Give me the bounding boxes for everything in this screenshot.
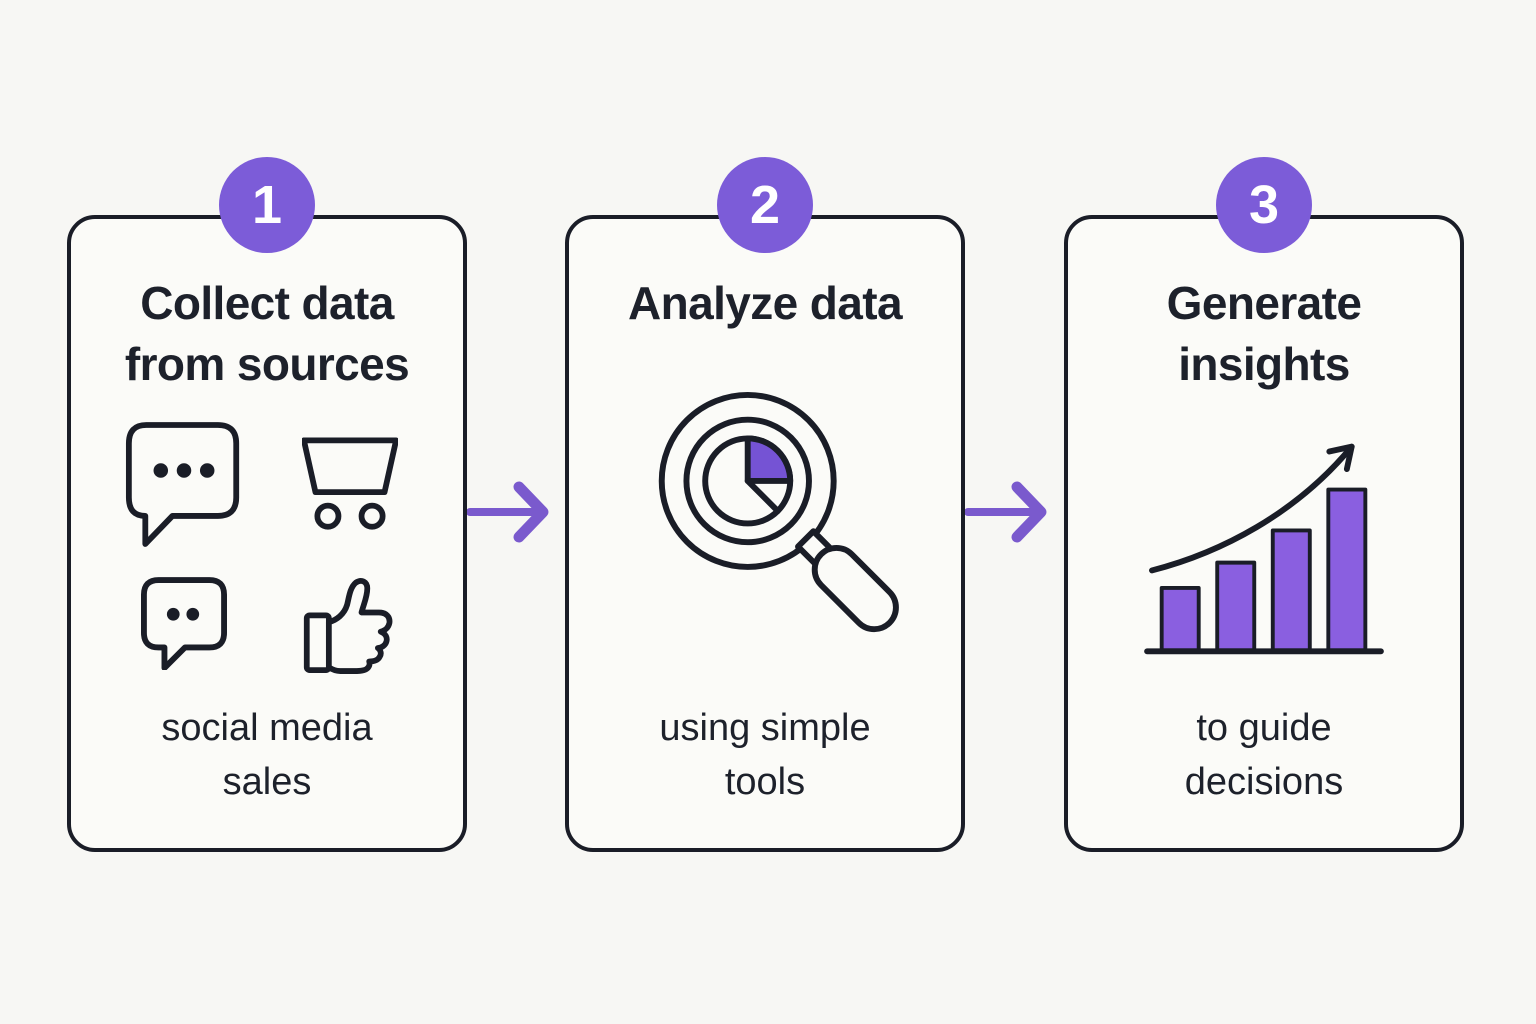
step-number-badge: 2 bbox=[717, 157, 813, 253]
step-title-line: Generate bbox=[1166, 277, 1362, 329]
step-card-1: 1 Collect data from sources bbox=[67, 157, 467, 852]
step-caption: social media sales bbox=[161, 702, 372, 810]
step-title-line: Collect data bbox=[140, 277, 394, 329]
step-caption: using simple tools bbox=[659, 702, 870, 810]
shopping-cart-icon bbox=[302, 437, 398, 530]
flow-arrow-icon bbox=[965, 481, 1047, 543]
step-title-line: Analyze data bbox=[627, 277, 903, 329]
step-icon-area bbox=[71, 394, 463, 702]
step-number: 1 bbox=[251, 175, 283, 235]
flow-arrow-icon bbox=[467, 481, 549, 543]
step-caption-line: using simple bbox=[659, 707, 871, 750]
thumbs-up-icon bbox=[303, 578, 393, 675]
step-title: Generate insights bbox=[1167, 273, 1362, 394]
step-caption-line: sales bbox=[222, 761, 312, 804]
chat-bubble-icon bbox=[125, 422, 240, 548]
source-icons-grid bbox=[109, 421, 425, 675]
magnifier-pie-icon bbox=[658, 391, 899, 633]
step-icon-area bbox=[1068, 394, 1460, 702]
step-caption-line: to guide bbox=[1196, 707, 1332, 750]
step-caption-line: decisions bbox=[1184, 761, 1344, 804]
step-card-3: 3 Generate insights to guide decisions bbox=[1064, 157, 1464, 852]
step-title: Analyze data bbox=[627, 273, 903, 334]
growth-bar-chart-icon bbox=[1144, 443, 1384, 654]
chat-bubble-small-icon bbox=[141, 577, 227, 671]
step-icon-area bbox=[569, 334, 961, 702]
step-card-2: 2 Analyze data using simple tools bbox=[565, 157, 965, 852]
step-title: Collect data from sources bbox=[124, 273, 410, 394]
step-caption-line: tools bbox=[724, 761, 806, 804]
step-caption-line: social media bbox=[161, 707, 373, 750]
step-title-line: insights bbox=[1178, 337, 1350, 390]
step-number: 3 bbox=[1248, 175, 1280, 235]
step-number: 2 bbox=[749, 175, 781, 235]
step-number-badge: 3 bbox=[1216, 157, 1312, 253]
step-caption: to guide decisions bbox=[1185, 702, 1343, 810]
step-title-line: from sources bbox=[124, 337, 410, 390]
step-number-badge: 1 bbox=[219, 157, 315, 253]
